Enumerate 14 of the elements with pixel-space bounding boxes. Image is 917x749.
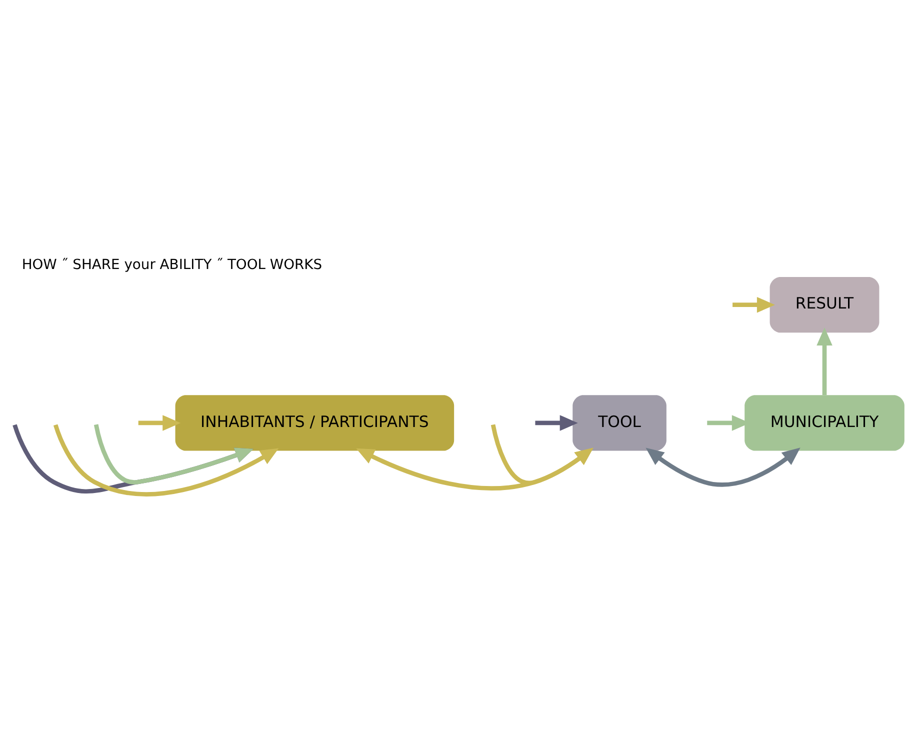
arrow bbox=[53, 424, 279, 496]
diagram-title: HOW ˝ SHARE your ABILITY ˝ TOOL WORKS bbox=[22, 257, 322, 274]
node-box: RESULT bbox=[770, 277, 880, 333]
arrow bbox=[94, 424, 254, 484]
arrow bbox=[816, 328, 832, 396]
arrow bbox=[356, 448, 594, 490]
arrow bbox=[535, 415, 578, 431]
arrow bbox=[490, 424, 594, 486]
arrow bbox=[646, 448, 800, 487]
arrow bbox=[732, 296, 775, 313]
node-box: TOOL bbox=[572, 395, 666, 451]
arrow bbox=[138, 415, 181, 431]
node-box: MUNICIPALITY bbox=[744, 395, 904, 451]
node-box: INHABITANTS / PARTICIPANTS bbox=[175, 395, 454, 451]
